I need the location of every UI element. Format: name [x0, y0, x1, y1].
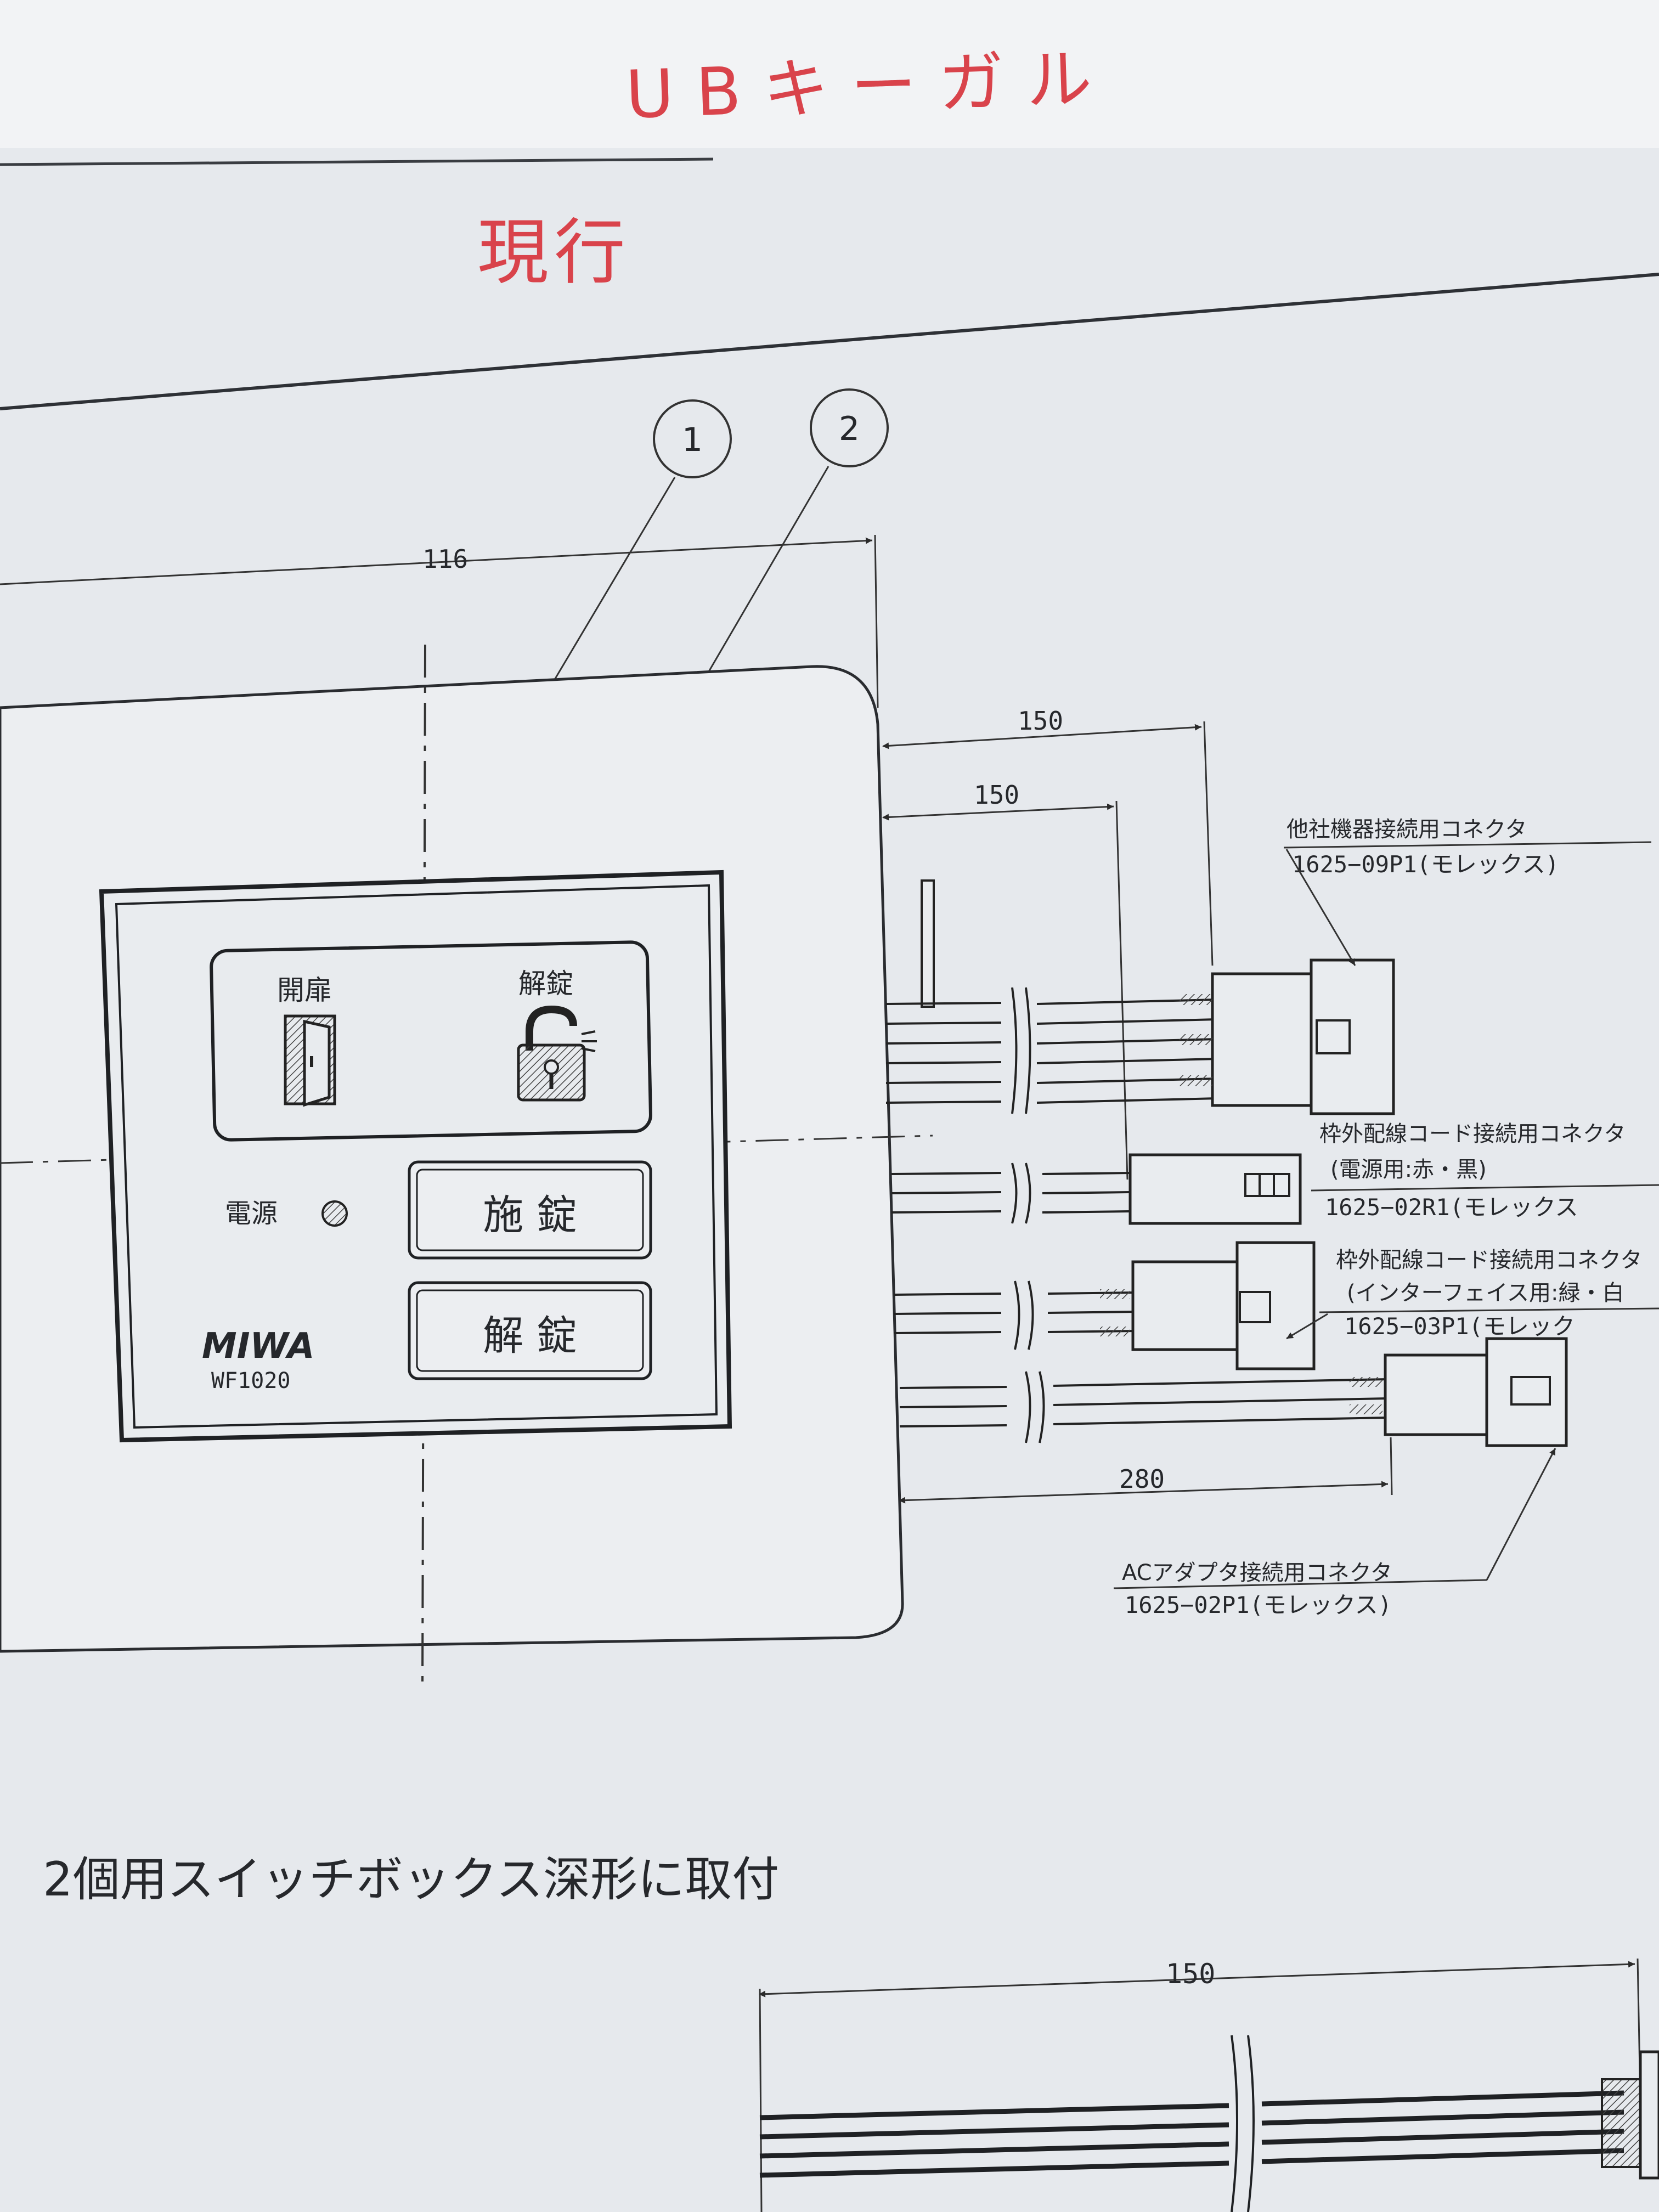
- handwritten-note-current: 現行: [477, 211, 631, 294]
- power-label: 電源: [225, 1198, 278, 1229]
- svg-text:ACアダプタ接続用コネクタ: ACアダプタ接続用コネクタ: [1122, 1560, 1392, 1585]
- svg-text:2: 2: [839, 410, 860, 448]
- title-block-line: [0, 273, 1659, 410]
- dimension-cable-top: 150: [882, 706, 1214, 966]
- svg-text:280: 280: [1119, 1464, 1165, 1494]
- label-power-cord-connector: 枠外配線コード接続用コネクタ (電源用:赤・黒) 1625−02R1(モレックス: [1311, 1121, 1659, 1221]
- mounting-note: 2個用スイッチボックス深形に取付: [43, 1852, 779, 1907]
- connector-ac-adapter: [1350, 1337, 1568, 1447]
- svg-text:1: 1: [682, 421, 703, 459]
- svg-text:1625−02P1(モレックス): 1625−02P1(モレックス): [1125, 1592, 1392, 1618]
- dimension-cable-ac: 280: [899, 1437, 1393, 1504]
- lock-button-label: 施 錠: [483, 1192, 577, 1239]
- svg-text:1625−09P1(モレックス): 1625−09P1(モレックス): [1292, 851, 1559, 878]
- lower-connector: [1601, 2050, 1659, 2180]
- model-number: WF1020: [211, 1368, 291, 1393]
- svg-text:他社機器接続用コネクタ: 他社機器接続用コネクタ: [1286, 817, 1527, 842]
- svg-text:(電源用:赤・黒): (電源用:赤・黒): [1330, 1157, 1487, 1182]
- lower-cable: [759, 2035, 1624, 2212]
- open-door-label: 開扉: [277, 974, 332, 1006]
- svg-text:枠外配線コード接続用コネクタ: 枠外配線コード接続用コネクタ: [1336, 1248, 1642, 1273]
- cable-group-4: [899, 1371, 1389, 1443]
- svg-text:(インターフェイス用:緑・白: (インターフェイス用:緑・白: [1347, 1280, 1624, 1306]
- cable-stub: [921, 879, 935, 1008]
- connector-interface-cord: [1100, 1241, 1316, 1370]
- brand-logo: MIWA: [202, 1326, 314, 1367]
- svg-text:150: 150: [1018, 706, 1063, 736]
- sheet-edge-line: [0, 157, 714, 166]
- unlock-button[interactable]: 解 錠: [408, 1281, 652, 1380]
- label-other-device-connector: 他社機器接続用コネクタ 1625−09P1(モレックス): [1283, 817, 1652, 966]
- svg-text:116: 116: [422, 544, 468, 574]
- power-led: [321, 1200, 348, 1227]
- connector-power-cord: [1128, 1153, 1302, 1225]
- cable-group-1: [885, 987, 1218, 1114]
- lock-button[interactable]: 施 錠: [408, 1160, 652, 1260]
- svg-text:1625−02R1(モレックス: 1625−02R1(モレックス: [1325, 1194, 1578, 1221]
- dimension-cable-second: 150: [882, 780, 1128, 1180]
- open-door-icon: [284, 1014, 336, 1107]
- dimension-panel-width: 116: [0, 534, 879, 708]
- unlock-button-label: 解 錠: [483, 1312, 577, 1359]
- svg-text:1625−03P1(モレック: 1625−03P1(モレック: [1344, 1313, 1575, 1340]
- cable-group-2: [891, 1163, 1131, 1224]
- cable-group-3: [894, 1280, 1136, 1350]
- svg-text:150: 150: [974, 780, 1019, 810]
- label-interface-cord-connector: 枠外配線コード接続用コネクタ (インターフェイス用:緑・白 1625−03P1(…: [1286, 1248, 1659, 1340]
- connector-other-device: [1180, 958, 1395, 1115]
- unlock-status-label: 解錠: [518, 968, 573, 1000]
- label-ac-adapter-connector: ACアダプタ接続用コネクタ 1625−02P1(モレックス): [1113, 1448, 1556, 1618]
- svg-text:枠外配線コード接続用コネクタ: 枠外配線コード接続用コネクタ: [1319, 1121, 1626, 1147]
- callout-1: 1: [509, 399, 732, 755]
- unlocked-padlock-icon: [517, 1005, 597, 1102]
- svg-text:150: 150: [1166, 1958, 1215, 1990]
